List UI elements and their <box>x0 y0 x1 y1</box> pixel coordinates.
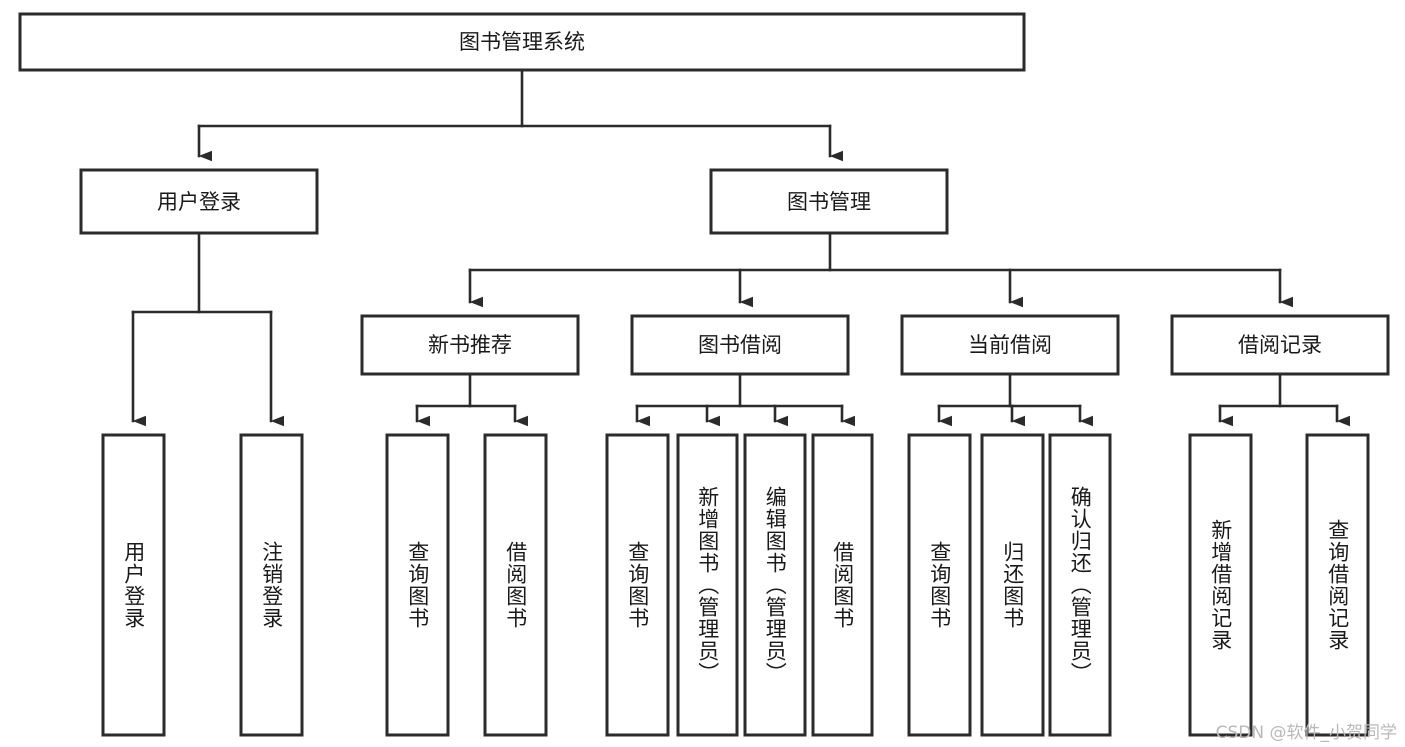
node-box-book-borrow[interactable] <box>630 314 850 376</box>
node-box-leaf-edit-book[interactable] <box>743 433 807 737</box>
connector-layer <box>131 68 1350 427</box>
node-box-leaf-logout[interactable] <box>239 433 304 737</box>
node-box-borrow-record[interactable] <box>1170 314 1390 376</box>
node-box-leaf-user-login[interactable] <box>101 433 166 737</box>
node-box-leaf-confirm-return[interactable] <box>1048 433 1112 737</box>
node-box-leaf-query-record[interactable] <box>1305 433 1370 737</box>
node-label-book-borrow: 图书借阅 <box>698 333 782 357</box>
node-label-new-book-rec: 新书推荐 <box>428 333 512 357</box>
node-box-leaf-return-book[interactable] <box>980 433 1045 737</box>
node-label-root: 图书管理系统 <box>459 30 585 54</box>
node-box-user-login[interactable] <box>79 168 319 235</box>
node-label-book-manage: 图书管理 <box>787 190 871 214</box>
node-box-root[interactable] <box>18 12 1026 72</box>
node-box-leaf-query-book-rec[interactable] <box>385 433 450 737</box>
node-box-new-book-rec[interactable] <box>360 314 580 376</box>
node-box-leaf-borrow-book-bor[interactable] <box>811 433 874 737</box>
node-box-current-borrow[interactable] <box>900 314 1120 376</box>
node-label-user-login: 用户登录 <box>157 190 241 214</box>
node-label-borrow-record: 借阅记录 <box>1238 333 1322 357</box>
node-box-leaf-add-record[interactable] <box>1188 433 1253 737</box>
node-box-book-manage[interactable] <box>709 168 949 235</box>
node-layer: 图书管理系统 用户登录 图书管理 新书推荐 图书借阅 当前借阅 借阅记录 <box>18 12 1390 376</box>
node-label-current-borrow: 当前借阅 <box>968 333 1052 357</box>
watermark-text: CSDN @软件_小贺同学 <box>1215 723 1397 743</box>
node-box-leaf-add-book[interactable] <box>676 433 739 737</box>
node-box-leaf-query-book-bor[interactable] <box>605 433 670 737</box>
node-box-leaf-query-book-cur[interactable] <box>907 433 972 737</box>
node-box-leaf-borrow-book-rec[interactable] <box>483 433 548 737</box>
leaf-node-layer <box>101 433 1370 737</box>
